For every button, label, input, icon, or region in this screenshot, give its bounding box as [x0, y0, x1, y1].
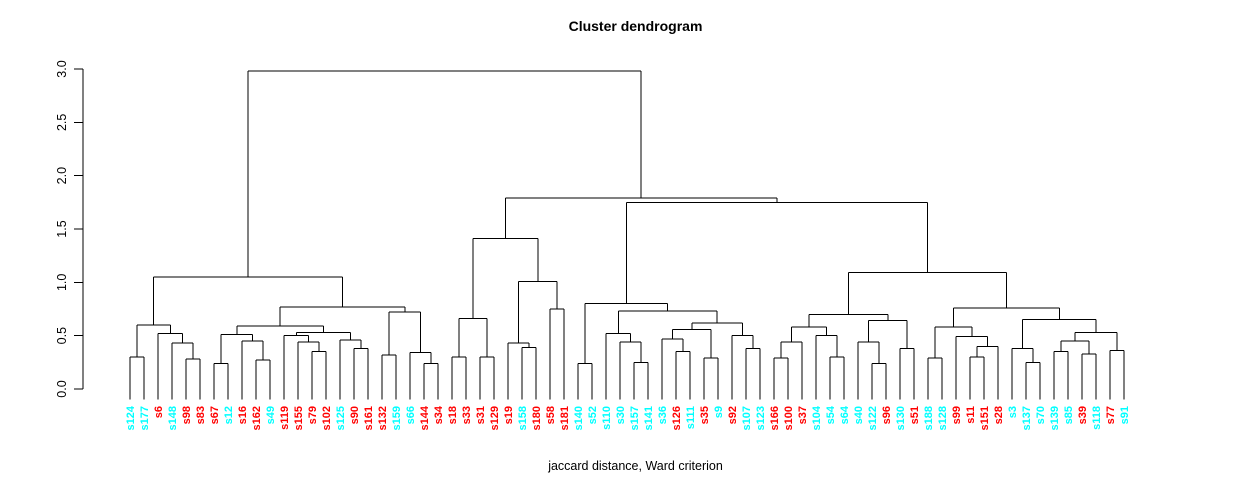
leaf-label: s34	[433, 405, 445, 424]
leaf-label: s148	[167, 406, 179, 430]
leaf-label: s141	[643, 406, 655, 430]
y-tick-label: 1.0	[55, 274, 69, 291]
leaf-label: s180	[531, 406, 543, 430]
leaf-label: s177	[139, 406, 151, 430]
leaf-label: s128	[937, 406, 949, 430]
leaf-label: s85	[1063, 406, 1075, 424]
y-tick-label: 0.5	[55, 327, 69, 344]
leaf-label: s35	[699, 406, 711, 424]
leaf-label: s155	[293, 406, 305, 430]
leaf-label: s161	[363, 406, 375, 430]
leaf-label: s124	[125, 405, 137, 430]
y-tick-label: 3.0	[55, 60, 69, 77]
y-tick-label: 1.5	[55, 220, 69, 237]
leaf-label: s39	[1077, 406, 1089, 424]
leaf-label: s64	[839, 405, 851, 424]
leaf-label: s30	[615, 406, 627, 424]
leaf-label: s130	[895, 406, 907, 430]
leaf-label: s139	[1049, 406, 1061, 430]
leaf-label: s125	[335, 406, 347, 430]
leaf-label: s51	[909, 406, 921, 424]
leaf-label: s91	[1119, 406, 1131, 424]
leaf-label: s151	[979, 406, 991, 430]
leaf-label: s16	[237, 406, 249, 424]
leaf-label: s6	[153, 406, 165, 418]
leaf-label: s119	[279, 406, 291, 430]
leaf-label: s12	[223, 406, 235, 424]
leaf-label: s19	[503, 406, 515, 424]
y-tick-label: 2.0	[55, 167, 69, 184]
leaf-label: s123	[755, 406, 767, 430]
leaf-label: s137	[1021, 406, 1033, 430]
leaf-label: s166	[769, 406, 781, 430]
leaf-label: s40	[853, 406, 865, 424]
leaf-label: s33	[461, 406, 473, 424]
leaf-label: s118	[1091, 406, 1103, 430]
leaf-label: s157	[629, 406, 641, 430]
leaf-label: s9	[713, 406, 725, 418]
leaf-label: s144	[419, 405, 431, 430]
leaf-label: s159	[391, 406, 403, 430]
leaf-label: s140	[573, 406, 585, 430]
leaf-label: s54	[825, 405, 837, 424]
y-tick-label: 2.5	[55, 114, 69, 131]
leaf-label: s66	[405, 406, 417, 424]
leaf-label: s158	[517, 406, 529, 430]
leaf-label: s28	[993, 406, 1005, 424]
leaf-label: s31	[475, 406, 487, 424]
leaf-label: s129	[489, 406, 501, 430]
leaf-label: s162	[251, 406, 263, 430]
leaf-label: s132	[377, 406, 389, 430]
leaf-label: s49	[265, 406, 277, 424]
leaf-label: s11	[965, 406, 977, 424]
leaf-label: s79	[307, 406, 319, 424]
leaf-label: s77	[1105, 406, 1117, 424]
leaf-label: s37	[797, 406, 809, 424]
leaf-label: s58	[545, 406, 557, 424]
y-axis: 0.0 0.5 1.0 1.5 2.0 2.5 3.0	[55, 60, 84, 398]
leaf-label: s100	[783, 406, 795, 430]
leaf-label: s111	[685, 406, 697, 429]
chart-title: Cluster dendrogram	[568, 18, 703, 34]
leaf-label: s3	[1007, 406, 1019, 418]
leaf-label: s122	[867, 406, 879, 430]
leaf-label: s99	[951, 406, 963, 424]
leaf-label: s110	[601, 406, 613, 430]
leaf-label: s181	[559, 406, 571, 430]
leaf-label: s126	[671, 406, 683, 430]
leaf-label: s18	[447, 406, 459, 424]
leaf-label: s188	[923, 406, 935, 430]
leaf-label: s90	[349, 406, 361, 424]
leaf-label: s83	[195, 406, 207, 424]
leaf-label: s107	[741, 406, 753, 430]
leaf-label: s102	[321, 406, 333, 430]
dendrogram-tree	[129, 70, 1125, 400]
y-tick-label: 0.0	[55, 380, 69, 397]
x-axis-label: jaccard distance, Ward criterion	[548, 459, 723, 473]
leaf-label: s92	[727, 406, 739, 424]
leaf-label: s96	[881, 406, 893, 424]
leaf-label: s104	[811, 405, 823, 430]
leaf-label: s52	[587, 406, 599, 424]
leaf-label: s98	[181, 406, 193, 424]
leaf-label: s70	[1035, 406, 1047, 424]
leaf-label: s67	[209, 406, 221, 424]
leaf-label: s36	[657, 406, 669, 424]
